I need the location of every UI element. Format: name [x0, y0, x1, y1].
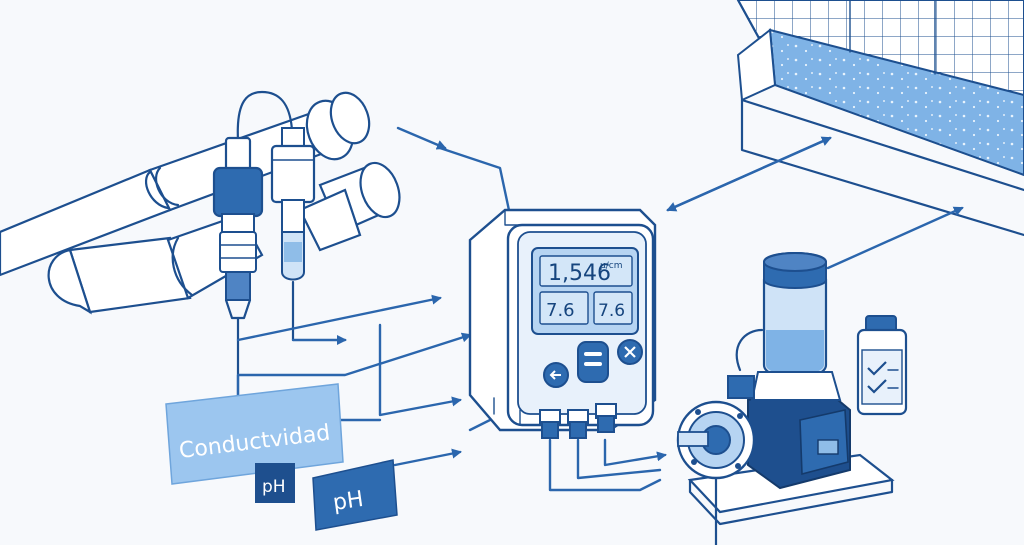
signal-lines	[236, 126, 667, 492]
arrow-left-icon	[549, 370, 561, 380]
conductivity-unit: µ/cm	[600, 261, 622, 271]
cooling-tower	[736, 0, 1024, 237]
ph-label-large: pH	[312, 459, 398, 531]
ph-sensor	[270, 127, 316, 342]
ph-label-small: pH	[255, 463, 295, 503]
ph-reading: 7.6	[546, 300, 575, 321]
check-icon	[867, 379, 887, 394]
pipe-network	[0, 91, 401, 315]
dosing-pump	[676, 252, 895, 545]
check-icon	[867, 361, 887, 376]
controller-display: 1,546 µ/cm 7.6 7.6	[531, 247, 639, 335]
back-button[interactable]	[543, 362, 569, 388]
chemical-bottle	[856, 315, 908, 416]
exchange-arrow	[666, 136, 964, 270]
close-icon	[624, 346, 636, 358]
conductivity-sensor	[212, 90, 294, 397]
cancel-button[interactable]	[617, 339, 643, 365]
secondary-reading: 7.6	[598, 301, 625, 321]
controller-unit: 1,546 µ/cm 7.6 7.6	[468, 208, 657, 439]
menu-button[interactable]	[577, 341, 609, 383]
conductivity-label: Conductvidad	[165, 383, 344, 485]
menu-icon	[584, 352, 602, 356]
cable-glands	[493, 397, 617, 439]
conductivity-reading: 1,546	[548, 261, 611, 286]
ph-label-large-text: pH	[331, 487, 365, 516]
ph-label-small-text: pH	[262, 477, 286, 497]
